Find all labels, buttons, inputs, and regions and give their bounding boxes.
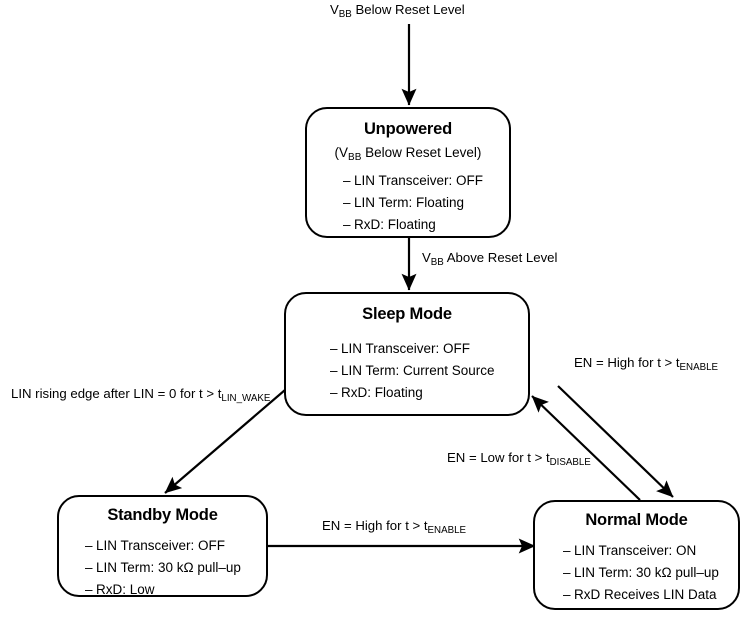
bullet-dash-icon: – <box>563 586 571 602</box>
bullet-text: RxD: Low <box>96 581 155 597</box>
bullet-item: –LIN Transceiver: ON <box>563 540 724 562</box>
label-pre: EN = Low for t > t <box>447 450 550 465</box>
bullet-text: RxD: Floating <box>354 216 436 232</box>
label-subscript: ENABLE <box>427 524 467 536</box>
edge-label-sleep-to-normal: EN = High for t > tENABLE <box>574 355 719 373</box>
arrow-sleep-to-standby <box>164 389 286 494</box>
arrow-normal-to-sleep <box>531 395 641 501</box>
bullet-item: –LIN Transceiver: OFF <box>85 535 252 557</box>
state-title-unpowered: Unpowered <box>363 120 453 138</box>
bullet-item: –LIN Term: 30 kΩ pull–up <box>563 562 724 584</box>
label-subscript: LIN_WAKE <box>221 392 271 404</box>
bullet-dash-icon: – <box>563 564 571 580</box>
bullet-dash-icon: – <box>563 543 571 558</box>
bullet-item: –LIN Transceiver: OFF <box>343 170 495 192</box>
state-box-unpowered[interactable]: Unpowered (VBB Below Reset Level) –LIN T… <box>305 107 511 238</box>
label-subscript: BB <box>430 256 444 268</box>
edge-label-entry-to-unpowered: VBB Below Reset Level <box>330 2 465 20</box>
label-pre: EN = High for t > t <box>574 355 680 370</box>
bullet-dash-icon: – <box>85 581 93 597</box>
bullet-text: LIN Term: 30 kΩ pull–up <box>96 559 241 575</box>
label-pre: V <box>422 250 431 265</box>
state-box-standby[interactable]: Standby Mode –LIN Transceiver: OFF –LIN … <box>57 495 268 597</box>
bullet-item: –LIN Term: Current Source <box>330 360 514 382</box>
bullet-dash-icon: – <box>330 341 338 356</box>
subtitle-post: Below Reset Level) <box>361 145 482 160</box>
label-subscript: BB <box>338 8 352 20</box>
state-bullets-standby: –LIN Transceiver: OFF –LIN Term: 30 kΩ p… <box>73 535 252 601</box>
edge-label-standby-to-normal: EN = High for t > tENABLE <box>322 518 467 536</box>
state-title-sleep: Sleep Mode <box>362 305 452 323</box>
bullet-dash-icon: – <box>330 362 338 378</box>
bullet-dash-icon: – <box>85 538 93 553</box>
bullet-dash-icon: – <box>330 384 338 400</box>
bullet-item: –RxD Receives LIN Data <box>563 584 724 606</box>
edge-label-sleep-to-standby: LIN rising edge after LIN = 0 for t > tL… <box>11 386 271 404</box>
bullet-item: –LIN Term: Floating <box>343 192 495 214</box>
state-bullets-sleep: –LIN Transceiver: OFF –LIN Term: Current… <box>300 338 514 404</box>
edge-label-unpowered-to-sleep: VBB Above Reset Level <box>422 250 558 268</box>
bullet-text: LIN Term: Current Source <box>341 362 495 378</box>
label-post: Above Reset Level <box>443 250 558 265</box>
state-title-normal: Normal Mode <box>585 511 688 529</box>
state-title-standby: Standby Mode <box>107 506 218 524</box>
subtitle-pre: (V <box>334 145 349 160</box>
state-bullets-normal: –LIN Transceiver: ON –LIN Term: 30 kΩ pu… <box>549 540 724 606</box>
bullet-text: LIN Transceiver: OFF <box>341 341 471 356</box>
state-box-sleep[interactable]: Sleep Mode –LIN Transceiver: OFF –LIN Te… <box>284 292 530 416</box>
bullet-text: LIN Transceiver: ON <box>574 543 697 558</box>
bullet-dash-icon: – <box>343 173 351 188</box>
state-subtitle-unpowered: (VBB Below Reset Level) <box>321 145 495 163</box>
bullet-item: –RxD: Low <box>85 579 252 601</box>
bullet-text: RxD Receives LIN Data <box>574 586 717 602</box>
label-pre: EN = High for t > t <box>322 518 428 533</box>
bullet-item: –LIN Transceiver: OFF <box>330 338 514 360</box>
label-pre: LIN rising edge after LIN = 0 for t > t <box>11 386 222 401</box>
bullet-text: LIN Term: Floating <box>354 194 465 210</box>
bullet-dash-icon: – <box>343 194 351 210</box>
edge-label-normal-to-sleep: EN = Low for t > tDISABLE <box>447 450 591 468</box>
bullet-dash-icon: – <box>85 559 93 575</box>
label-pre: V <box>330 2 339 17</box>
state-bullets-unpowered: –LIN Transceiver: OFF –LIN Term: Floatin… <box>321 170 495 236</box>
bullet-item: –RxD: Floating <box>330 382 514 404</box>
arrow-sleep-to-normal <box>557 385 674 498</box>
bullet-text: LIN Transceiver: OFF <box>96 538 226 553</box>
bullet-text: LIN Transceiver: OFF <box>354 173 484 188</box>
label-subscript: DISABLE <box>549 456 591 468</box>
subtitle-subscript: BB <box>348 151 362 163</box>
state-box-normal[interactable]: Normal Mode –LIN Transceiver: ON –LIN Te… <box>533 500 740 610</box>
label-subscript: ENABLE <box>679 361 719 373</box>
bullet-text: RxD: Floating <box>341 384 423 400</box>
bullet-item: –RxD: Floating <box>343 214 495 236</box>
bullet-dash-icon: – <box>343 216 351 232</box>
bullet-text: LIN Term: 30 kΩ pull–up <box>574 564 719 580</box>
bullet-item: –LIN Term: 30 kΩ pull–up <box>85 557 252 579</box>
label-post: Below Reset Level <box>351 2 465 17</box>
